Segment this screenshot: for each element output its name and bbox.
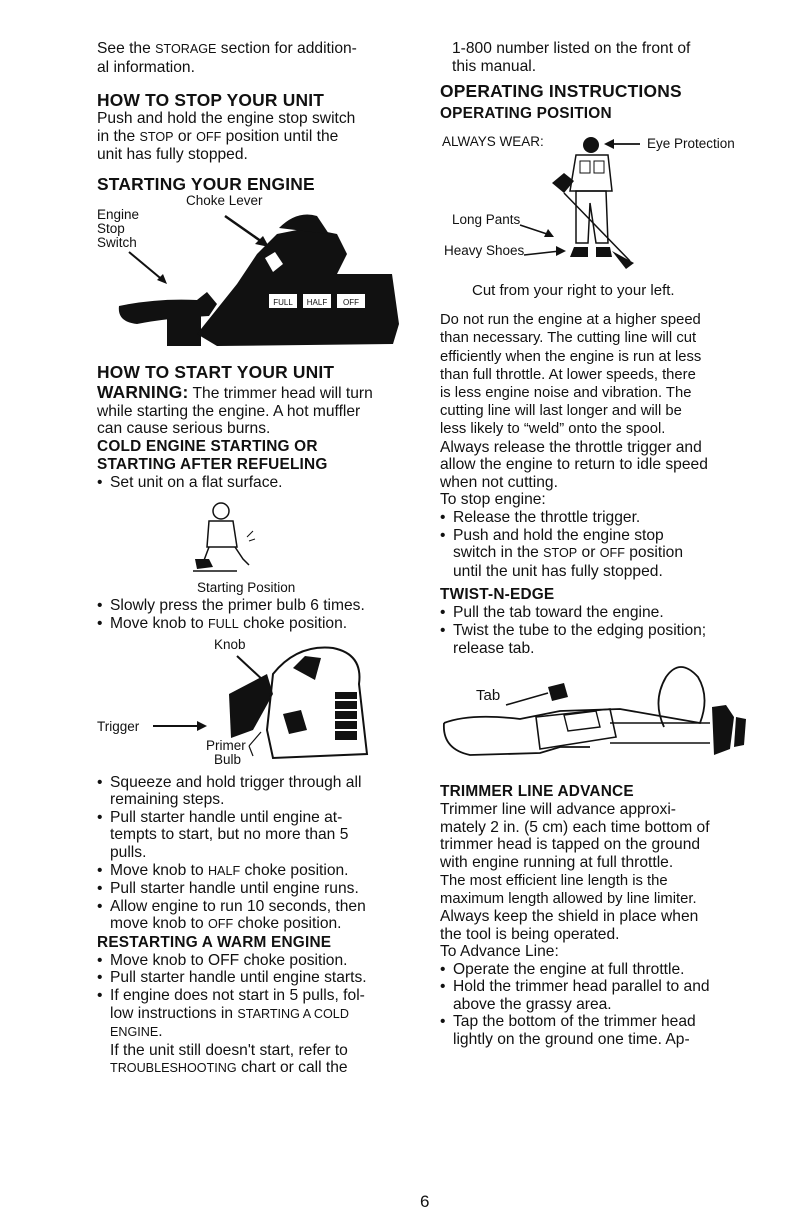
bullet-warm-off: Move knob to OFF choke position. [97, 952, 407, 970]
bullet-operate-full: Operate the engine at full throttle. [440, 961, 760, 979]
bullet-half-choke: Move knob to HALF choke position. [97, 862, 407, 881]
bullet-flat-surface: Set unit on a flat surface. [97, 474, 407, 492]
knob-trigger-figure: Knob Trigger Primer Bulb [97, 634, 407, 774]
operating-position-figure: ALWAYS WEAR: Eye Protection Long Pants H… [440, 133, 760, 305]
long-pants-label: Long Pants [452, 212, 521, 228]
to-advance-line: To Advance Line: [440, 943, 559, 961]
bulb-label: Bulb [214, 751, 242, 767]
primer-label: Primer [206, 737, 246, 753]
starting-position-illustration [193, 502, 256, 573]
bullet-release-trigger: Release the throttle trigger. [440, 509, 760, 527]
bullet-full-choke: Move knob to FULL choke position. [97, 615, 407, 634]
bullet-twist-tube: Twist the tube to the edging position;re… [440, 622, 760, 657]
bullet-not-start: If engine does not start in 5 pulls, fol… [97, 987, 407, 1042]
off-marking: OFF [343, 298, 359, 307]
bullet-pull-tab: Pull the tab toward the engine. [440, 604, 760, 622]
heavy-shoes-label: Heavy Shoes [444, 243, 525, 259]
bullet-pull-until-runs: Pull starter handle until engine runs. [97, 880, 407, 898]
to-stop-engine: To stop engine: [440, 491, 546, 509]
starting-position-caption: Starting Position [197, 580, 296, 596]
operator-illustration [519, 137, 640, 270]
always-wear-label: ALWAYS WEAR: [442, 134, 544, 150]
knob-label: Knob [214, 636, 246, 652]
heading-trimmer-line-advance: TRIMMER LINE ADVANCE [440, 783, 634, 801]
choke-lever-label: Choke Lever [186, 192, 263, 208]
full-marking: FULL [273, 298, 293, 307]
half-marking: HALF [307, 298, 328, 307]
tab-label: Tab [476, 687, 501, 705]
starting-position-figure: Starting Position [97, 497, 407, 597]
heading-twist-n-edge: TWIST-N-EDGE [440, 586, 555, 604]
cut-direction-caption: Cut from your right to your left. [472, 282, 675, 300]
heading-starting-engine: STARTING YOUR ENGINE [97, 173, 315, 194]
bullet-pull-starter: Pull starter handle until engine at-temp… [97, 809, 407, 862]
trigger-label: Trigger [97, 718, 140, 734]
twist-edge-figure: Tab [440, 657, 760, 779]
still-not-start: If the unit still doesn't start, refer t… [110, 1041, 348, 1077]
switch-label: Switch [97, 234, 137, 250]
heading-restarting-warm: RESTARTING A WARM ENGINE [97, 933, 332, 951]
engine-label: Engine [97, 206, 140, 222]
heading-how-to-stop: HOW TO STOP YOUR UNIT [97, 90, 325, 111]
knob-trigger-illustration [153, 646, 369, 759]
trimmer-tube-illustration [443, 666, 746, 757]
heading-operating-position: OPERATING POSITION [440, 105, 612, 123]
stop-label: Stop [97, 220, 125, 236]
page-number: 6 [420, 1192, 430, 1211]
bullet-tap-bottom: Tap the bottom of the trimmer headlightl… [440, 1013, 760, 1048]
storage-note: See the STORAGE section for addition-al … [97, 40, 357, 76]
left-column: See the STORAGE section for addition-al … [97, 40, 407, 1078]
bullet-allow-run: Allow engine to run 10 seconds, thenmove… [97, 898, 407, 934]
bullet-squeeze: Squeeze and hold trigger through allrema… [97, 774, 407, 809]
heading-how-to-start: HOW TO START YOUR UNIT [97, 361, 335, 382]
bullet-warm-pull: Pull starter handle until engine starts. [97, 969, 407, 987]
eye-protection-label: Eye Protection [647, 136, 735, 152]
bullet-primer: Slowly press the primer bulb 6 times. [97, 597, 407, 615]
engine-switch-illustration: FULL HALF OFF [118, 214, 399, 346]
advance-paragraph: Trimmer line will advance approxi-mately… [440, 801, 710, 871]
engine-switch-figure: Engine Stop Switch Choke Lever FULL HALF… [97, 192, 407, 354]
heading-operating-instructions: OPERATING INSTRUCTIONS [440, 81, 682, 102]
bullet-hold-parallel: Hold the trimmer head parallel to andabo… [440, 978, 760, 1013]
